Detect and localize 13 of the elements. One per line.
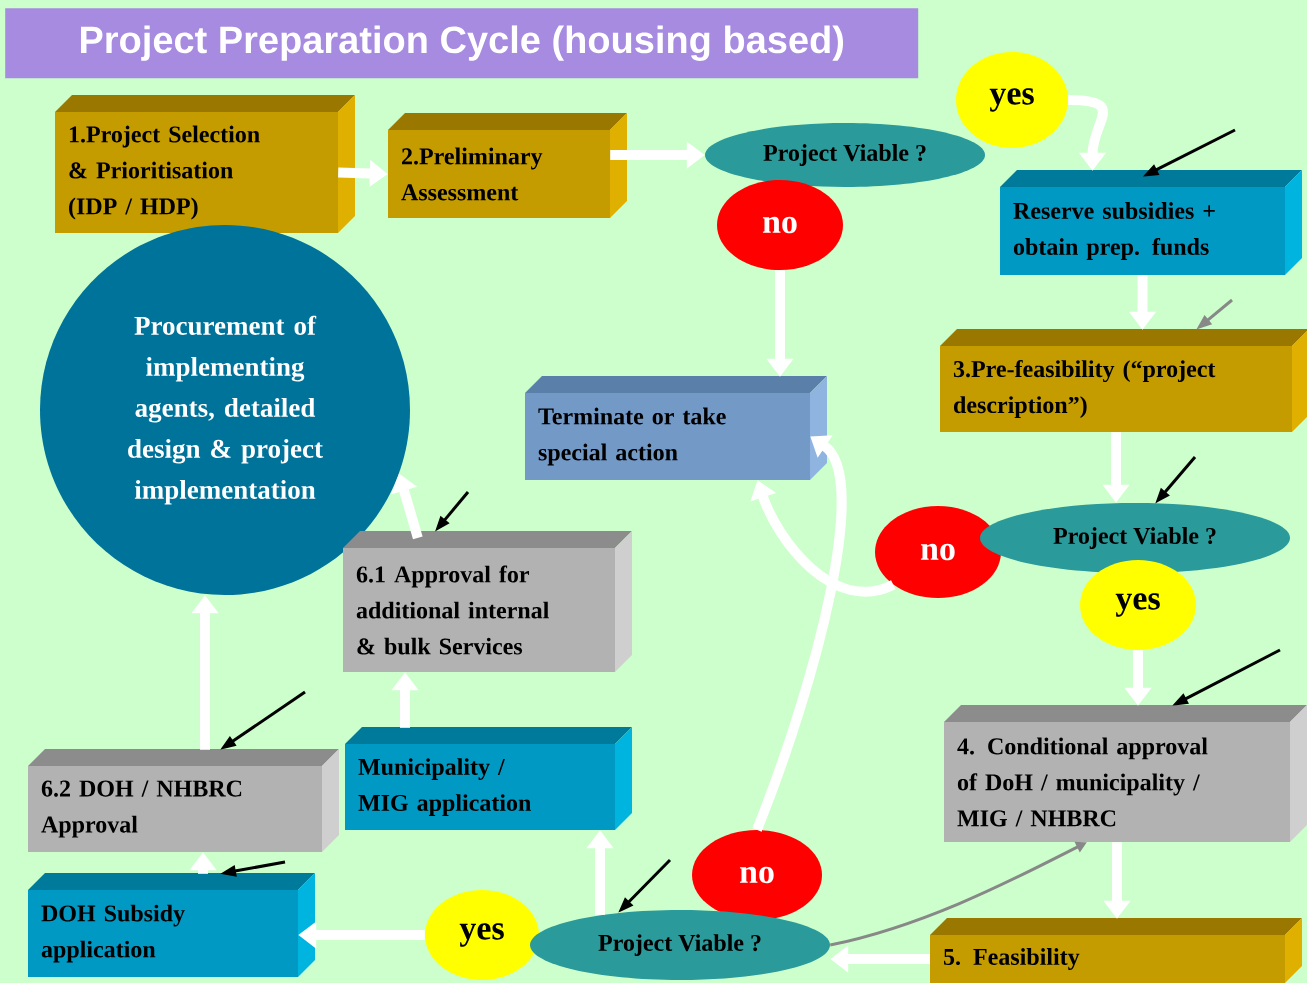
arrow — [752, 435, 847, 832]
process-box: 4. Conditional approval of DoH / municipality / MIG / NHBRC — [944, 705, 1307, 842]
process-box: Terminate or take special action — [525, 376, 827, 480]
process-box: DOH Subsidy application — [28, 873, 315, 977]
process-box: 6.1 Approval for additional internal & bulk Services — [343, 531, 632, 672]
process-box: Reserve subsidies + obtain prep. funds — [1000, 170, 1302, 275]
title-banner: Project Preparation Cycle (housing based) — [5, 8, 919, 79]
process-box: 2.Preliminary Assessment — [388, 113, 627, 218]
process-box: 3.Pre-feasibility (“project description”) — [940, 329, 1307, 432]
process-box: Municipality / MIG application — [345, 727, 632, 830]
process-box: 6.2 DOH / NHBRC Approval — [28, 749, 339, 852]
process-box: 1.Project Selection & Prioritisation (IDP / HDP) — [55, 95, 355, 233]
process-box: 5. Feasibility — [930, 918, 1302, 983]
